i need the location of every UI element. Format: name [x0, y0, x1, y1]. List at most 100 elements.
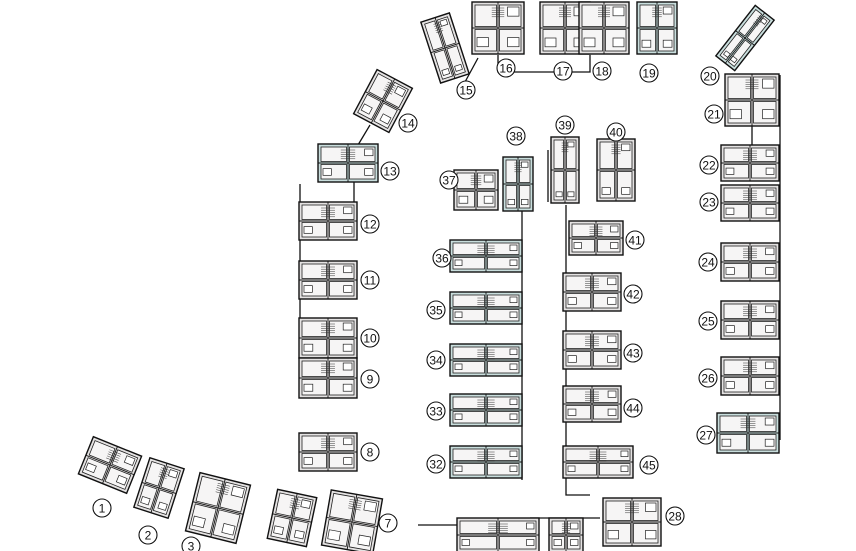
- marker-circle: [592, 61, 612, 81]
- unit-number-marker: 21: [704, 104, 724, 124]
- marker-circle: [181, 536, 201, 551]
- unit-number: 27: [699, 429, 713, 443]
- unit-number-marker: 2: [138, 525, 158, 545]
- unit-block: [449, 239, 523, 273]
- unit-number: 35: [429, 304, 443, 318]
- unit-number: 33: [429, 405, 443, 419]
- unit-number-marker: 15: [456, 80, 476, 100]
- unit-number: 12: [363, 218, 377, 232]
- unit-number-marker: 42: [623, 284, 643, 304]
- unit-number: 45: [642, 459, 656, 473]
- unit-number-marker: 26: [698, 368, 718, 388]
- marker-circle: [360, 328, 380, 348]
- marker-circle: [380, 161, 400, 181]
- marker-circle: [699, 192, 719, 212]
- unit-number: 26: [701, 372, 715, 386]
- unit-block: [471, 1, 525, 55]
- unit-number-marker: 38: [506, 126, 526, 146]
- unit-block: [132, 456, 186, 520]
- unit-number-marker: 8: [360, 442, 380, 462]
- marker-circle: [625, 230, 645, 250]
- unit-number-marker: 7: [378, 513, 398, 533]
- unit-number: 24: [701, 256, 715, 270]
- marker-circle: [665, 506, 685, 526]
- unit-block: [720, 184, 780, 222]
- unit-number-marker: 20: [700, 66, 720, 86]
- unit-block: [720, 356, 780, 396]
- marker-circle: [700, 66, 720, 86]
- unit-number-marker: 11: [360, 270, 380, 290]
- unit-number: 41: [628, 234, 642, 248]
- marker-circle: [623, 343, 643, 363]
- unit-number-marker: 28: [665, 506, 685, 526]
- marker-circle: [698, 368, 718, 388]
- unit-number: 3: [188, 540, 195, 551]
- unit-block: [320, 489, 384, 551]
- unit-number-marker: 43: [623, 343, 643, 363]
- unit-number: 25: [701, 315, 715, 329]
- marker-circle: [426, 454, 446, 474]
- unit-number: 18: [595, 65, 609, 79]
- unit-block: [453, 169, 499, 211]
- marker-circle: [696, 425, 716, 445]
- unit-block: [456, 517, 540, 551]
- unit-number-marker: 12: [360, 214, 380, 234]
- marker-circle: [360, 442, 380, 462]
- unit-number-marker: 25: [698, 311, 718, 331]
- unit-number: 17: [556, 65, 570, 79]
- unit-number: 15: [459, 84, 473, 98]
- marker-circle: [553, 61, 573, 81]
- unit-block: [720, 300, 780, 340]
- unit-block: [266, 488, 318, 548]
- unit-block: [449, 445, 523, 479]
- unit-number: 8: [367, 446, 374, 460]
- unit-block: [77, 435, 143, 495]
- unit-number-marker: 16: [496, 58, 516, 78]
- unit-number-marker: 45: [639, 455, 659, 475]
- unit-number: 34: [429, 354, 443, 368]
- unit-number-marker: 34: [426, 350, 446, 370]
- unit-block: [298, 201, 358, 241]
- unit-number: 11: [364, 274, 377, 288]
- unit-number: 19: [642, 67, 656, 81]
- unit-block: [298, 260, 358, 300]
- unit-blocks: [77, 1, 780, 551]
- unit-block: [562, 445, 634, 479]
- unit-block: [568, 220, 624, 256]
- unit-block: [596, 138, 636, 202]
- unit-number-marker: 17: [553, 61, 573, 81]
- unit-number: 14: [401, 117, 415, 131]
- marker-circle: [639, 455, 659, 475]
- unit-block: [502, 156, 534, 212]
- unit-number: 20: [703, 70, 717, 84]
- unit-number-marker: 13: [380, 161, 400, 181]
- unit-number-marker: 40: [606, 122, 626, 142]
- unit-number: 42: [626, 288, 640, 302]
- marker-circle: [623, 284, 643, 304]
- unit-number-marker: 27: [696, 425, 716, 445]
- unit-number-marker: 37: [439, 170, 459, 190]
- unit-number: 21: [707, 108, 721, 122]
- unit-block: [562, 272, 622, 312]
- unit-block: [720, 242, 780, 282]
- unit-number-marker: 36: [432, 248, 452, 268]
- unit-number-marker: 44: [623, 398, 643, 418]
- marker-circle: [92, 498, 112, 518]
- unit-number-marker: 41: [625, 230, 645, 250]
- unit-number: 32: [429, 458, 443, 472]
- unit-number-marker: 3: [181, 536, 201, 551]
- unit-block: [548, 517, 584, 551]
- marker-circle: [378, 513, 398, 533]
- unit-number: 37: [442, 174, 456, 188]
- unit-number-marker: 1: [92, 498, 112, 518]
- marker-circle: [639, 63, 659, 83]
- unit-block: [419, 12, 471, 84]
- unit-block: [724, 73, 780, 127]
- marker-circle: [360, 270, 380, 290]
- unit-block: [298, 317, 358, 359]
- unit-block: [602, 497, 662, 547]
- unit-number: 43: [626, 347, 640, 361]
- marker-circle: [623, 398, 643, 418]
- unit-number: 13: [383, 165, 397, 179]
